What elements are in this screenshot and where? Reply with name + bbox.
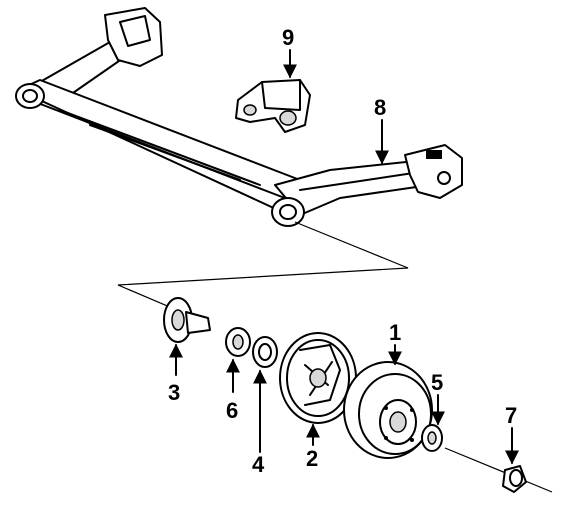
backing-plate xyxy=(279,332,357,424)
mount-bracket xyxy=(235,79,311,133)
callout-7: 7 xyxy=(505,403,517,428)
bearing-outer xyxy=(421,424,443,452)
axle-beam xyxy=(15,7,463,227)
callout-5: 5 xyxy=(431,370,443,395)
callout-4: 4 xyxy=(252,452,265,477)
bearing-inner xyxy=(225,327,251,357)
brake-drum xyxy=(343,361,433,459)
callout-9: 9 xyxy=(282,25,294,50)
callout-3: 3 xyxy=(168,380,180,405)
callout-1: 1 xyxy=(389,320,401,345)
callout-6: 6 xyxy=(226,398,238,423)
axis-line xyxy=(444,447,553,493)
grease-seal xyxy=(252,336,278,368)
dust-cap xyxy=(502,465,527,493)
callout-8: 8 xyxy=(374,95,386,120)
callout-2: 2 xyxy=(306,446,318,471)
leader-line xyxy=(117,221,409,323)
stub-axle xyxy=(163,297,211,343)
